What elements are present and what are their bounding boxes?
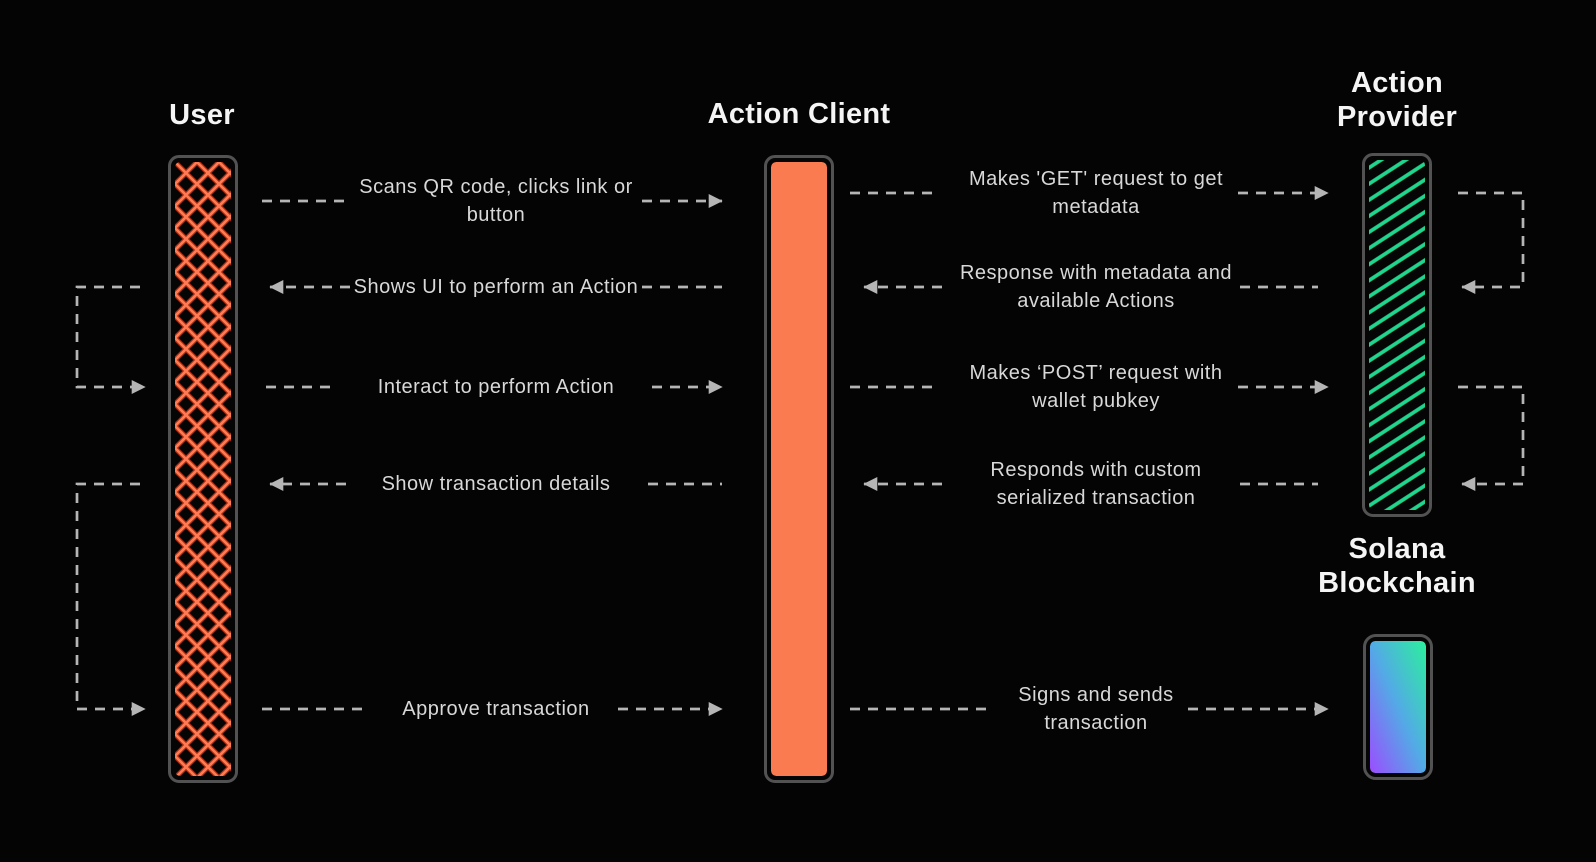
block-solana-blockchain xyxy=(1363,634,1433,780)
message-post-request: Makes ‘POST’ request with wallet pubkey xyxy=(969,362,1223,412)
message-signs-and-sends: Signs and sends transaction xyxy=(1018,684,1174,734)
actor-title-action-client: Action Client xyxy=(707,98,891,130)
loop-provider-response xyxy=(1458,191,1525,294)
actor-title-action-provider: Action Provider xyxy=(1336,67,1458,133)
actor-title-solana-blockchain: Solana Blockchain xyxy=(1318,533,1476,599)
message-show-transaction-details: Show transaction details xyxy=(381,473,611,495)
lifeline-action-client xyxy=(764,155,834,783)
lifeline-user xyxy=(168,155,238,783)
message-approve-transaction: Approve transaction xyxy=(402,698,590,720)
message-shows-ui: Shows UI to perform an Action xyxy=(353,276,639,298)
loop-user-interact xyxy=(75,285,146,394)
message-get-request: Makes 'GET' request to get metadata xyxy=(968,168,1224,218)
message-interact: Interact to perform Action xyxy=(377,376,615,398)
message-response-metadata: Response with metadata and available Act… xyxy=(959,262,1233,312)
provider-stripe-pattern xyxy=(1369,160,1425,510)
actor-title-user: User xyxy=(169,99,235,131)
user-crosshatch-pattern xyxy=(175,162,231,776)
lifeline-action-provider xyxy=(1362,153,1432,517)
loop-provider-responds xyxy=(1458,385,1525,491)
client-solid-fill xyxy=(771,162,827,776)
solana-gradient-fill xyxy=(1370,641,1426,773)
loop-user-approve xyxy=(75,482,146,716)
message-scans-qr-code: Scans QR code, clicks link or button xyxy=(359,176,633,226)
message-responds-serialized: Responds with custom serialized transact… xyxy=(990,459,1202,509)
